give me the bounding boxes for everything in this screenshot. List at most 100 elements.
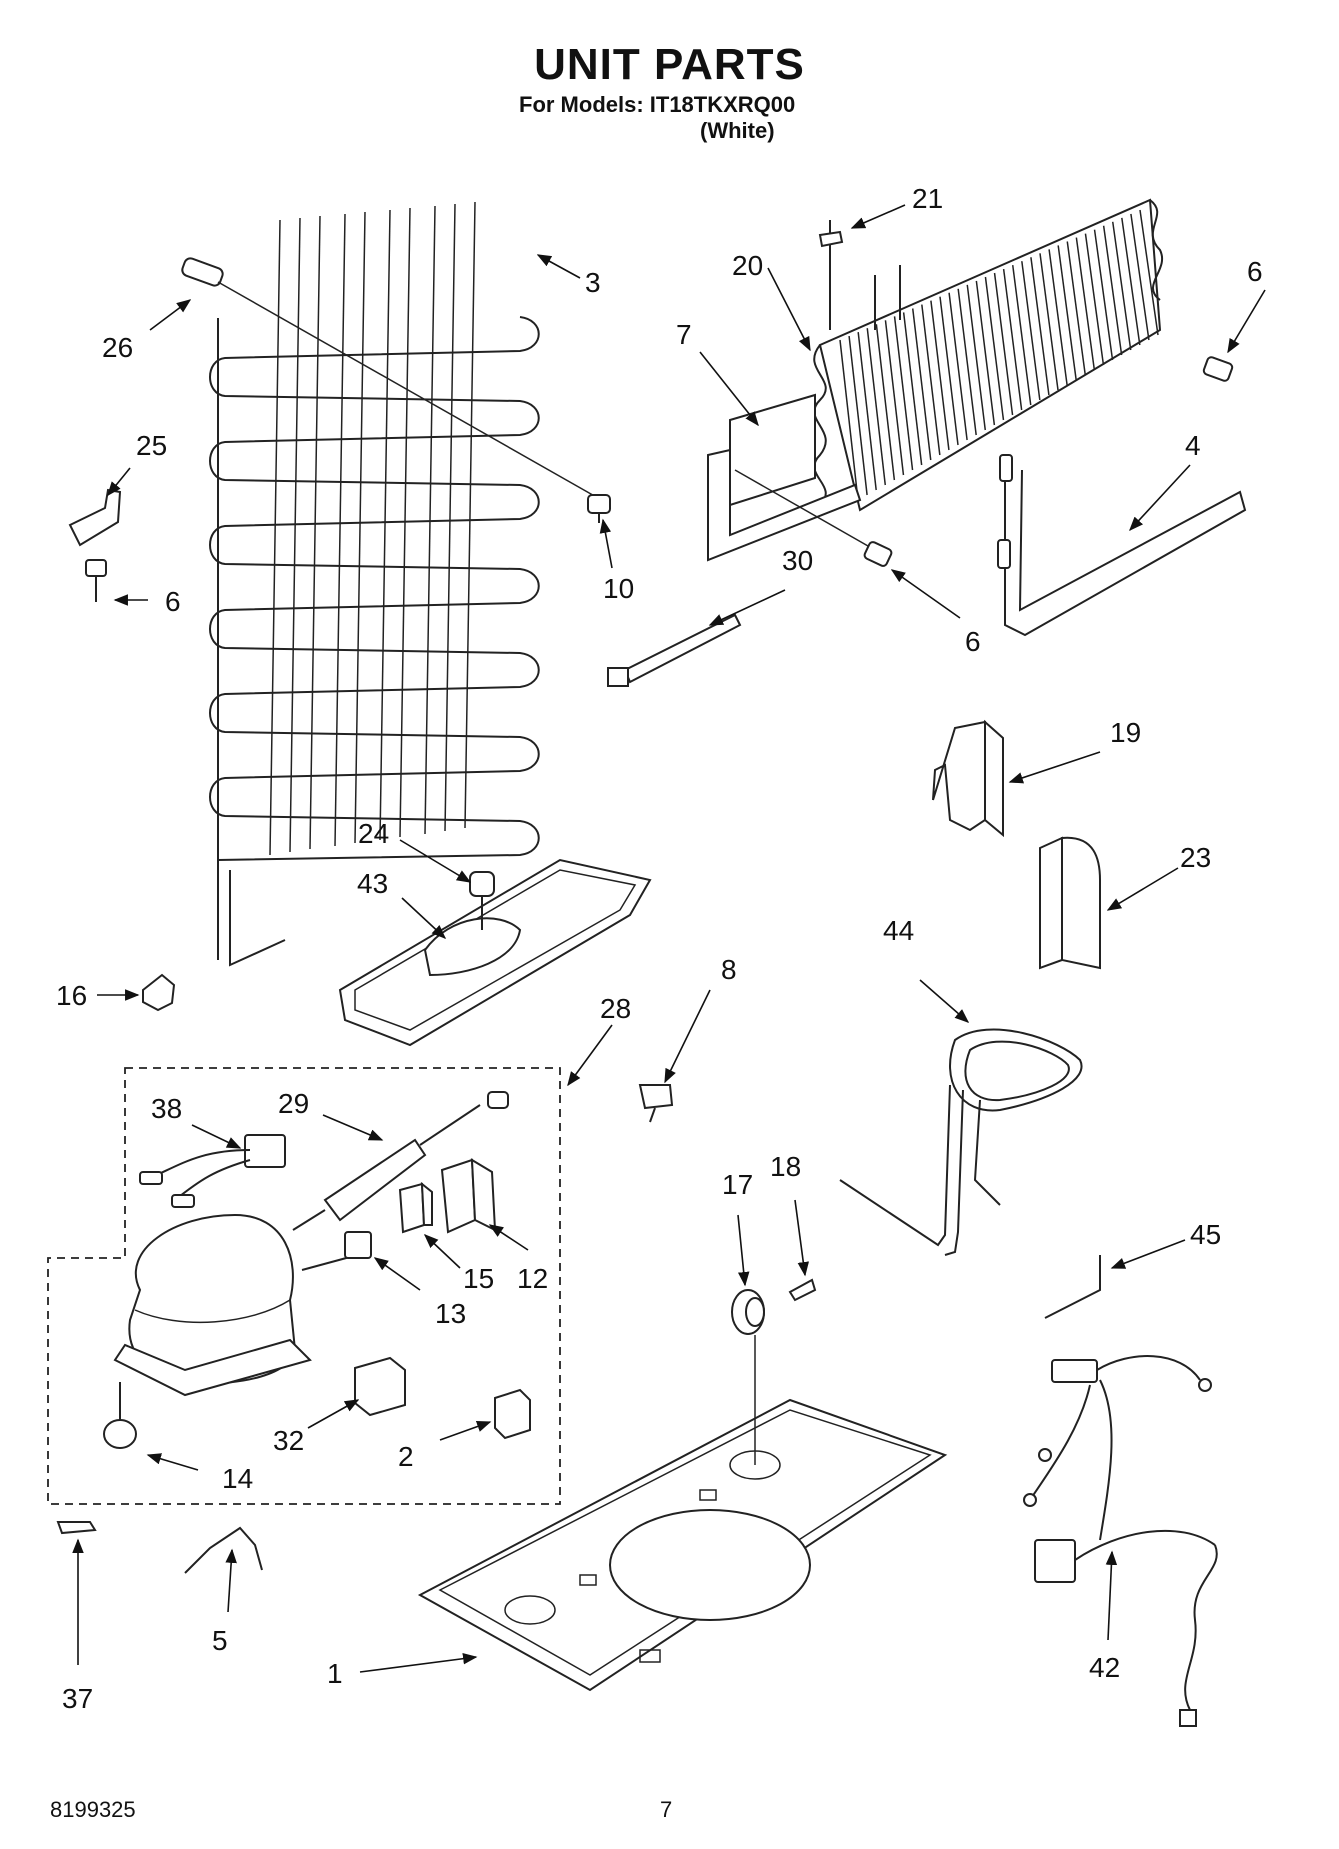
base-plate (417, 1398, 948, 1692)
callout-26: 26 (102, 332, 133, 363)
callout-6-right: 6 (1247, 256, 1263, 287)
callout-4: 4 (1185, 430, 1201, 461)
evaporator-fin (984, 276, 1005, 421)
dashed-group-28 (47, 1067, 561, 1505)
wire-harness-42 (1023, 1355, 1218, 1727)
page-number: 7 (660, 1797, 673, 1822)
wire-clip-5 (184, 1526, 263, 1574)
part-2 (494, 1388, 531, 1440)
coil-wire (379, 209, 391, 841)
coil-wire (464, 201, 476, 829)
page-title: UNIT PARTS (534, 40, 805, 89)
evaporator-fin (1102, 225, 1123, 356)
drier-29 (292, 1091, 509, 1231)
callout-44: 44 (883, 915, 914, 946)
coil-wire (289, 217, 301, 853)
part-8 (638, 1084, 674, 1123)
evaporator-fin (884, 320, 905, 476)
callout-6-evaporator: 6 (965, 626, 981, 657)
evaporator-fin (975, 280, 996, 426)
callout-32: 32 (273, 1425, 304, 1456)
evaporator-fin (911, 308, 932, 461)
cable-tie (607, 613, 742, 687)
bracket-25 (68, 488, 122, 602)
coil-wire (354, 211, 366, 844)
evaporator (813, 198, 1163, 512)
screw-26 (181, 257, 599, 499)
overload-38 (139, 1134, 286, 1208)
callout-21: 21 (912, 183, 943, 214)
callout-13: 13 (435, 1298, 466, 1329)
evaporator-fin (1039, 253, 1059, 391)
evaporator-fin (1111, 221, 1132, 351)
tubing-44 (839, 1028, 1083, 1256)
callout-45: 45 (1190, 1219, 1221, 1250)
evaporator-fin (1093, 229, 1114, 361)
evaporator-fin (993, 272, 1014, 416)
callout-18: 18 (770, 1151, 801, 1182)
callout-38: 38 (151, 1093, 182, 1124)
callout-42: 42 (1089, 1652, 1120, 1683)
callout-25: 25 (136, 430, 167, 461)
color-line: (White) (700, 118, 775, 143)
defrost-heater (997, 454, 1247, 637)
coil-wire (309, 215, 321, 850)
callout-20: 20 (732, 250, 763, 281)
evaporator-fin (875, 324, 896, 481)
relay-12 (440, 1158, 497, 1234)
screw-10 (587, 494, 611, 523)
callout-15: 15 (463, 1263, 494, 1294)
capacitor-32 (354, 1356, 406, 1417)
callout-43: 43 (357, 868, 388, 899)
callout-3: 3 (585, 267, 601, 298)
callout-12: 12 (517, 1263, 548, 1294)
callout-6-left: 6 (165, 586, 181, 617)
coil-wire (269, 219, 281, 856)
callout-2: 2 (398, 1441, 414, 1472)
evaporator-fin (1030, 257, 1050, 396)
tube-45 (1044, 1255, 1101, 1319)
callout-24: 24 (358, 818, 389, 849)
part-37 (56, 1521, 97, 1535)
callout-7: 7 (676, 319, 692, 350)
evaporator-fin (848, 335, 868, 496)
connector-13 (344, 1231, 372, 1259)
evaporator-fin (1011, 265, 1032, 406)
leader-lines (72, 204, 1266, 1673)
callout-16: 16 (56, 980, 87, 1011)
evaporator-fin (839, 339, 859, 501)
callout-30: 30 (782, 545, 813, 576)
coil-wire (399, 207, 411, 838)
screw-6-right (1202, 356, 1234, 382)
evaporator-fin (1066, 241, 1087, 376)
callout-29: 29 (278, 1088, 309, 1119)
callout-28: 28 (600, 993, 631, 1024)
screw-6-evaporator (863, 541, 893, 567)
evaporator-fin (857, 332, 877, 491)
callout-1: 1 (327, 1658, 343, 1689)
compressor (103, 1213, 351, 1449)
evaporator-fin (930, 300, 950, 451)
callout-23: 23 (1180, 842, 1211, 873)
foam-block-19 (932, 719, 1004, 838)
callout-5: 5 (212, 1625, 228, 1656)
callout-14: 14 (222, 1463, 253, 1494)
evaporator-fin (1121, 217, 1141, 346)
evaporator-fin (1002, 268, 1023, 411)
evaporator-fin (866, 328, 887, 486)
evaporator-fin (966, 284, 987, 431)
callouts: 26 3 25 6 10 21 20 7 6 4 30 6 19 23 24 4… (56, 183, 1263, 1714)
evaporator-fin (1057, 245, 1077, 381)
drain-pan (338, 858, 652, 1047)
models-line: For Models: IT18TKXRQ00 (519, 92, 796, 117)
callout-8: 8 (721, 954, 737, 985)
evaporator-fin (957, 288, 977, 436)
evaporator-fin (1048, 249, 1068, 386)
evaporator-fin (893, 316, 914, 471)
evaporator-fin (921, 304, 941, 456)
callout-17: 17 (722, 1169, 753, 1200)
evaporator-fin (1130, 213, 1150, 341)
clip-16 (142, 973, 176, 1012)
evaporator-fin (1021, 261, 1041, 401)
